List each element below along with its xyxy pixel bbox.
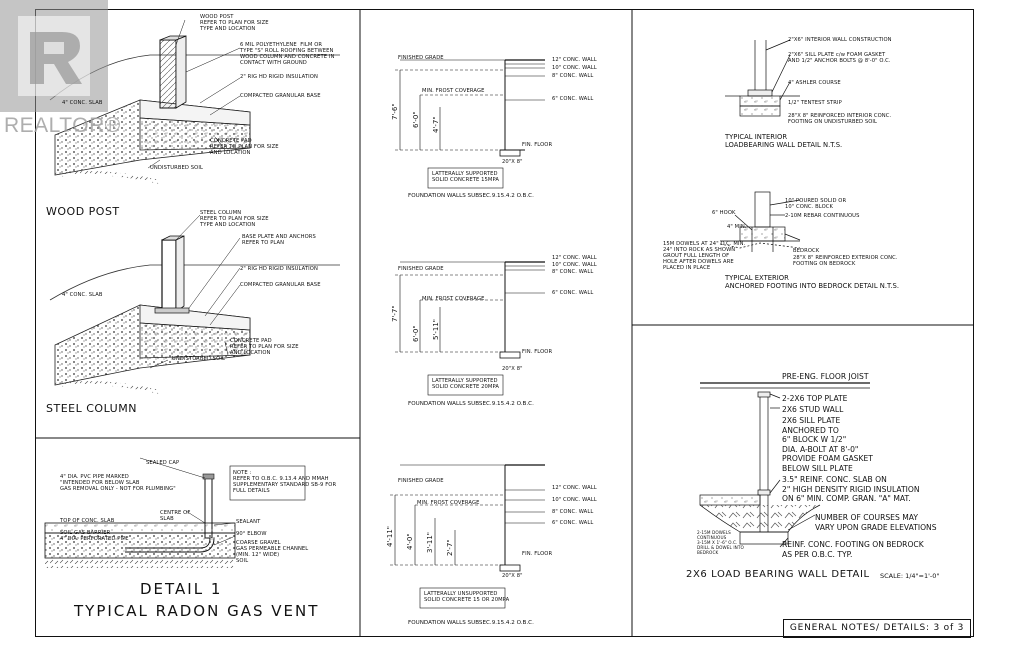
- f2-wall-12: 12" CONC. WALL: [552, 255, 597, 261]
- steel-slab-label: 4" CONC. SLAB: [62, 292, 103, 298]
- f2-dim-a: 7'-7": [391, 305, 399, 322]
- lb-footing-label: REINF. CONC. FOOTING ON BEDROCK AS PER O…: [782, 540, 924, 559]
- f2-dim-b: 6'-0": [412, 325, 420, 342]
- f1-dim-b: 6'-0": [412, 111, 420, 128]
- f3-grade-label: FINISHED GRADE: [398, 478, 444, 484]
- f3-footing-label: 20"X 8": [502, 573, 523, 579]
- steel-insulation-label: 2" RIG HD RIGID INSULATION: [240, 266, 318, 272]
- ext-rebar-label: 2-10M REBAR CONTINUOUS: [785, 213, 860, 219]
- radon-elbow-label: 90° ELBOW: [236, 531, 267, 537]
- f2-wall-6: 6" CONC. WALL: [552, 290, 594, 296]
- lb-stud-label: 2X6 STUD WALL: [782, 405, 844, 414]
- radon-sealant-label: SEALANT: [236, 519, 261, 525]
- f1-floor-label: FIN. FLOOR: [522, 142, 553, 148]
- f2-wall-10: 10" CONC. WALL: [552, 262, 597, 268]
- ext-block-label: 10" POURED SOLID OR 10" CONC. BLOCK: [785, 198, 847, 210]
- radon-soil-label: SOIL: [236, 558, 249, 564]
- f3-wall-12: 12" CONC. WALL: [552, 485, 597, 491]
- int-wall-label: 2"X6" INTERIOR WALL CONSTRUCTION: [788, 37, 892, 43]
- steel-column-title: STEEL COLUMN: [46, 402, 137, 415]
- f3-frost-label: MIN. FROST COVERAGE: [417, 500, 480, 506]
- int-ashlar-label: 4" ASHLER COURSE: [788, 80, 841, 86]
- lb-slab-label: 3.5" REINF. CONC. SLAB ON 2" HIGH DENSIT…: [782, 475, 920, 504]
- radon-detail-title: DETAIL 1: [140, 580, 223, 598]
- f2-floor-label: FIN. FLOOR: [522, 349, 553, 355]
- f2-caption: FOUNDATION WALLS SUBSEC.9.15.4.2 O.B.C.: [408, 401, 534, 407]
- lb-top-plate-label: 2-2X6 TOP PLATE: [782, 394, 848, 403]
- wood-post-label: WOOD POST REFER TO PLAN FOR SIZE TYPE AN…: [200, 14, 269, 32]
- int-caption: TYPICAL INTERIOR LOADBEARING WALL DETAIL…: [725, 133, 843, 149]
- f2-note: LATTERALLY SUPPORTED SOLID CONCRETE 20MP…: [432, 378, 500, 390]
- wood-slab-label: 4" CONC. SLAB: [62, 100, 103, 106]
- f1-footing-label: 20"X 8": [502, 159, 523, 165]
- f1-wall-6: 6" CONC. WALL: [552, 96, 594, 102]
- f3-dim-a: 4'-11": [386, 525, 394, 547]
- f2-wall-8: 8" CONC. WALL: [552, 269, 594, 275]
- radon-gravel-label: COARSE GRAVEL GAS PERMEABLE CHANNEL (MIN…: [236, 540, 309, 558]
- f2-footing-label: 20"X 8": [502, 366, 523, 372]
- wood-soil-label: UNDISTURBED SOIL: [150, 165, 203, 171]
- lb-detail-title: 2X6 LOAD BEARING WALL DETAIL: [686, 569, 870, 580]
- f3-dim-d: 2'-7": [446, 539, 454, 556]
- f2-grade-label: FINISHED GRADE: [398, 266, 444, 272]
- steel-base-label: COMPACTED GRANULAR BASE: [240, 282, 321, 288]
- radon-detail-subtitle: TYPICAL RADON GAS VENT: [74, 602, 320, 620]
- f1-dim-c: 4'-7": [432, 116, 440, 133]
- f3-dim-b: 4'-0": [406, 533, 414, 550]
- steel-plate-label: BASE PLATE AND ANCHORS REFER TO PLAN: [242, 234, 316, 246]
- f3-note: LATTERALLY UNSUPPORTED SOLID CONCRETE 15…: [424, 591, 510, 603]
- f1-grade-label: FINISHED GRADE: [398, 55, 444, 61]
- f3-wall-6: 6" CONC. WALL: [552, 520, 594, 526]
- f1-wall-12: 12" CONC. WALL: [552, 57, 597, 63]
- f2-frost-label: MIN. FROST COVERAGE: [422, 296, 485, 302]
- ext-bedrock-label: BEDROCK: [793, 248, 820, 254]
- radon-barrier-label: SOIL GAS BARRIER 4" DIA. PERFORATED PIPE: [60, 530, 129, 542]
- radon-note: NOTE : REFER TO O.B.C. 9.13.4 AND MMAH S…: [233, 470, 337, 494]
- int-footing-label: 28"X 8" REINFORCED INTERIOR CONC. FOOTIN…: [788, 113, 892, 125]
- f1-wall-10: 10" CONC. WALL: [552, 65, 597, 71]
- radon-slab-label: TOP OF CONC. SLAB: [60, 518, 115, 524]
- wood-post-title: WOOD POST: [46, 205, 120, 218]
- f1-note: LATTERALLY SUPPORTED SOLID CONCRETE 15MP…: [432, 171, 500, 183]
- radon-centre-label: CENTRE OF SLAB: [160, 510, 191, 522]
- radon-cap-label: SEALED CAP: [146, 460, 180, 466]
- radon-pipe-label: 4" DIA. PVC PIPE MARKED "INTENDED FOR BE…: [60, 474, 176, 492]
- realtor-logo-text: REALTOR®: [4, 114, 121, 137]
- f2-dim-c: 5'-11": [432, 318, 440, 340]
- general-notes-title-block: GENERAL NOTES/ DETAILS: 3 of 3: [783, 619, 971, 638]
- f1-wall-8: 8" CONC. WALL: [552, 73, 594, 79]
- lb-detail-scale: SCALE: 1/4"=1'-0": [880, 572, 940, 580]
- realtor-logo-mark: [0, 0, 108, 112]
- f1-frost-label: MIN. FROST COVERAGE: [422, 88, 485, 94]
- wood-pad-label: CONCRETE PAD REFER TO PLAN FOR SIZE AND …: [210, 138, 279, 156]
- ext-caption: TYPICAL EXTERIOR ANCHORED FOOTING INTO B…: [725, 274, 899, 290]
- f3-wall-8: 8" CONC. WALL: [552, 509, 594, 515]
- ext-hook-label: 6" HOOK: [712, 210, 736, 216]
- steel-soil-label: UNDISTURBED SOIL: [172, 356, 225, 362]
- f3-dim-c: 3'-11": [426, 531, 434, 553]
- lb-sill-label: 2X6 SILL PLATE ANCHORED TO 6" BLOCK W 1/…: [782, 416, 873, 473]
- lb-courses-label: NUMBER OF COURSES MAY VARY UPON GRADE EL…: [815, 513, 937, 532]
- steel-column-label: STEEL COLUMN REFER TO PLAN FOR SIZE TYPE…: [200, 210, 269, 228]
- int-strip-label: 1/2" TENTEST STRIP: [788, 100, 842, 106]
- wood-base-label: COMPACTED GRANULAR BASE: [240, 93, 321, 99]
- f3-caption: FOUNDATION WALLS SUBSEC.9.15.4.2 O.B.C.: [408, 620, 534, 626]
- f3-floor-label: FIN. FLOOR: [522, 551, 553, 557]
- ext-footing-label: 28"X 8" REINFORCED EXTERIOR CONC. FOOTIN…: [793, 255, 898, 267]
- wood-insulation-label: 2" RIG HD RIGID INSULATION: [240, 74, 318, 80]
- lb-joist-label: PRE-ENG. FLOOR JOIST: [782, 372, 869, 381]
- f1-dim-a: 7'-6": [391, 103, 399, 120]
- ext-min-label: 4" MIN.: [727, 224, 747, 230]
- steel-pad-label: CONCRETE PAD REFER TO PLAN FOR SIZE AND …: [230, 338, 299, 356]
- wood-film-label: 6 MIL POLYETHYLENE FILM OR TYPE "S" ROLL…: [240, 42, 335, 66]
- f1-caption: FOUNDATION WALLS SUBSEC.9.15.4.2 O.B.C.: [408, 193, 534, 199]
- ext-dowels-label: 15M DOWELS AT 24" O.C. MIN. 24" INTO ROC…: [663, 241, 746, 271]
- lb-dowels-label: 2-15M DOWELS CONTINUOUS 3-15M X 1'-6" O.…: [697, 530, 744, 555]
- int-sill-label: 2"X6" SILL PLATE c/w FOAM GASKET AND 1/2…: [788, 52, 891, 64]
- f3-wall-10: 10" CONC. WALL: [552, 497, 597, 503]
